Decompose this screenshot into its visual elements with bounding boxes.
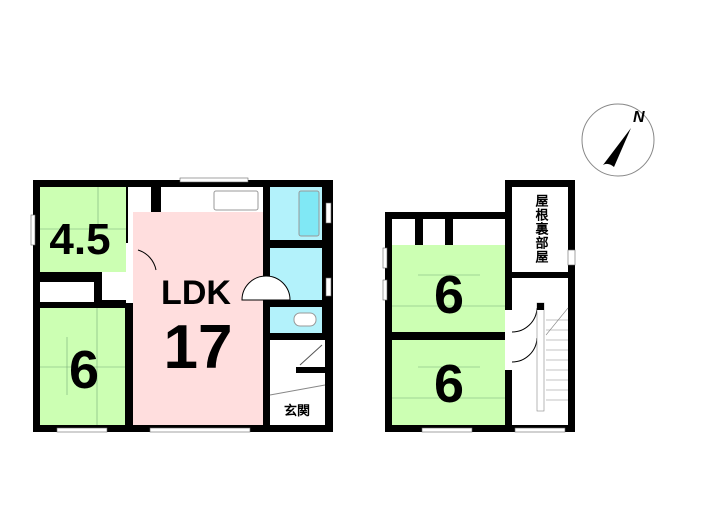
ldk-label: LDK [161,274,231,312]
room-4-5-fill [40,187,126,272]
room-6-lower-fill [392,340,505,425]
attic-label: 屋根裏部屋 [533,194,550,264]
room-6-label: 6 [69,340,99,400]
compass-north-label: N [633,109,645,126]
attic-fill [512,187,568,272]
floor-2: 6 6 屋根裏部屋 [382,180,576,433]
entrance-fill [270,340,325,425]
closet [40,282,94,302]
room-6-upper-label: 6 [434,265,464,325]
stairs [545,307,569,401]
room-4-5-label: 4.5 [49,215,110,264]
compass: N [581,103,655,177]
toilet [293,312,317,327]
room-6-lower-label: 6 [434,354,464,414]
north-arrow-icon [603,128,631,167]
room-6-fill [40,308,125,425]
floor-1: 4.5 LDK 17 6 玄関 [30,177,333,433]
room-6-upper-fill [392,245,505,332]
ldk-size-label: 17 [164,313,233,382]
sink [213,190,259,211]
closet [102,272,126,300]
entrance-label: 玄関 [284,403,310,419]
bathtub [298,190,320,237]
